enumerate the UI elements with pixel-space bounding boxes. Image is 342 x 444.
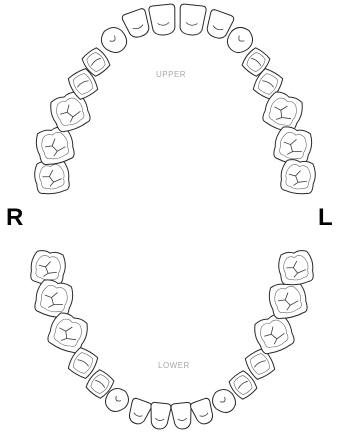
tooth-outline	[277, 249, 315, 286]
lower-tooth-7	[125, 397, 152, 426]
tooth-outline	[121, 8, 152, 41]
tooth-outline	[149, 4, 178, 37]
lower-tooth-2	[32, 278, 75, 321]
upper-tooth-9	[178, 4, 207, 37]
tooth-outline	[149, 402, 172, 430]
lower-tooth-16	[277, 249, 315, 286]
tooth-outline	[279, 158, 317, 195]
right-side-label: R	[6, 206, 23, 230]
upper-arch-label: UPPER	[156, 70, 186, 79]
lower-tooth-8	[149, 402, 172, 430]
lower-arch-label: LOWER	[158, 361, 190, 370]
tooth-outline	[178, 4, 207, 37]
tooth-outline	[33, 125, 76, 168]
tooth-outline	[266, 279, 309, 322]
upper-tooth-2	[33, 125, 76, 168]
tooth-outline	[32, 278, 75, 321]
lower-tooth-15	[266, 279, 309, 322]
upper-tooth-8	[149, 4, 178, 37]
left-side-label: L	[318, 206, 333, 230]
upper-tooth-16	[279, 158, 317, 195]
tooth-outline	[171, 402, 194, 430]
tooth-outline	[125, 397, 152, 426]
lower-tooth-9	[171, 402, 194, 430]
upper-tooth-7	[121, 8, 152, 41]
